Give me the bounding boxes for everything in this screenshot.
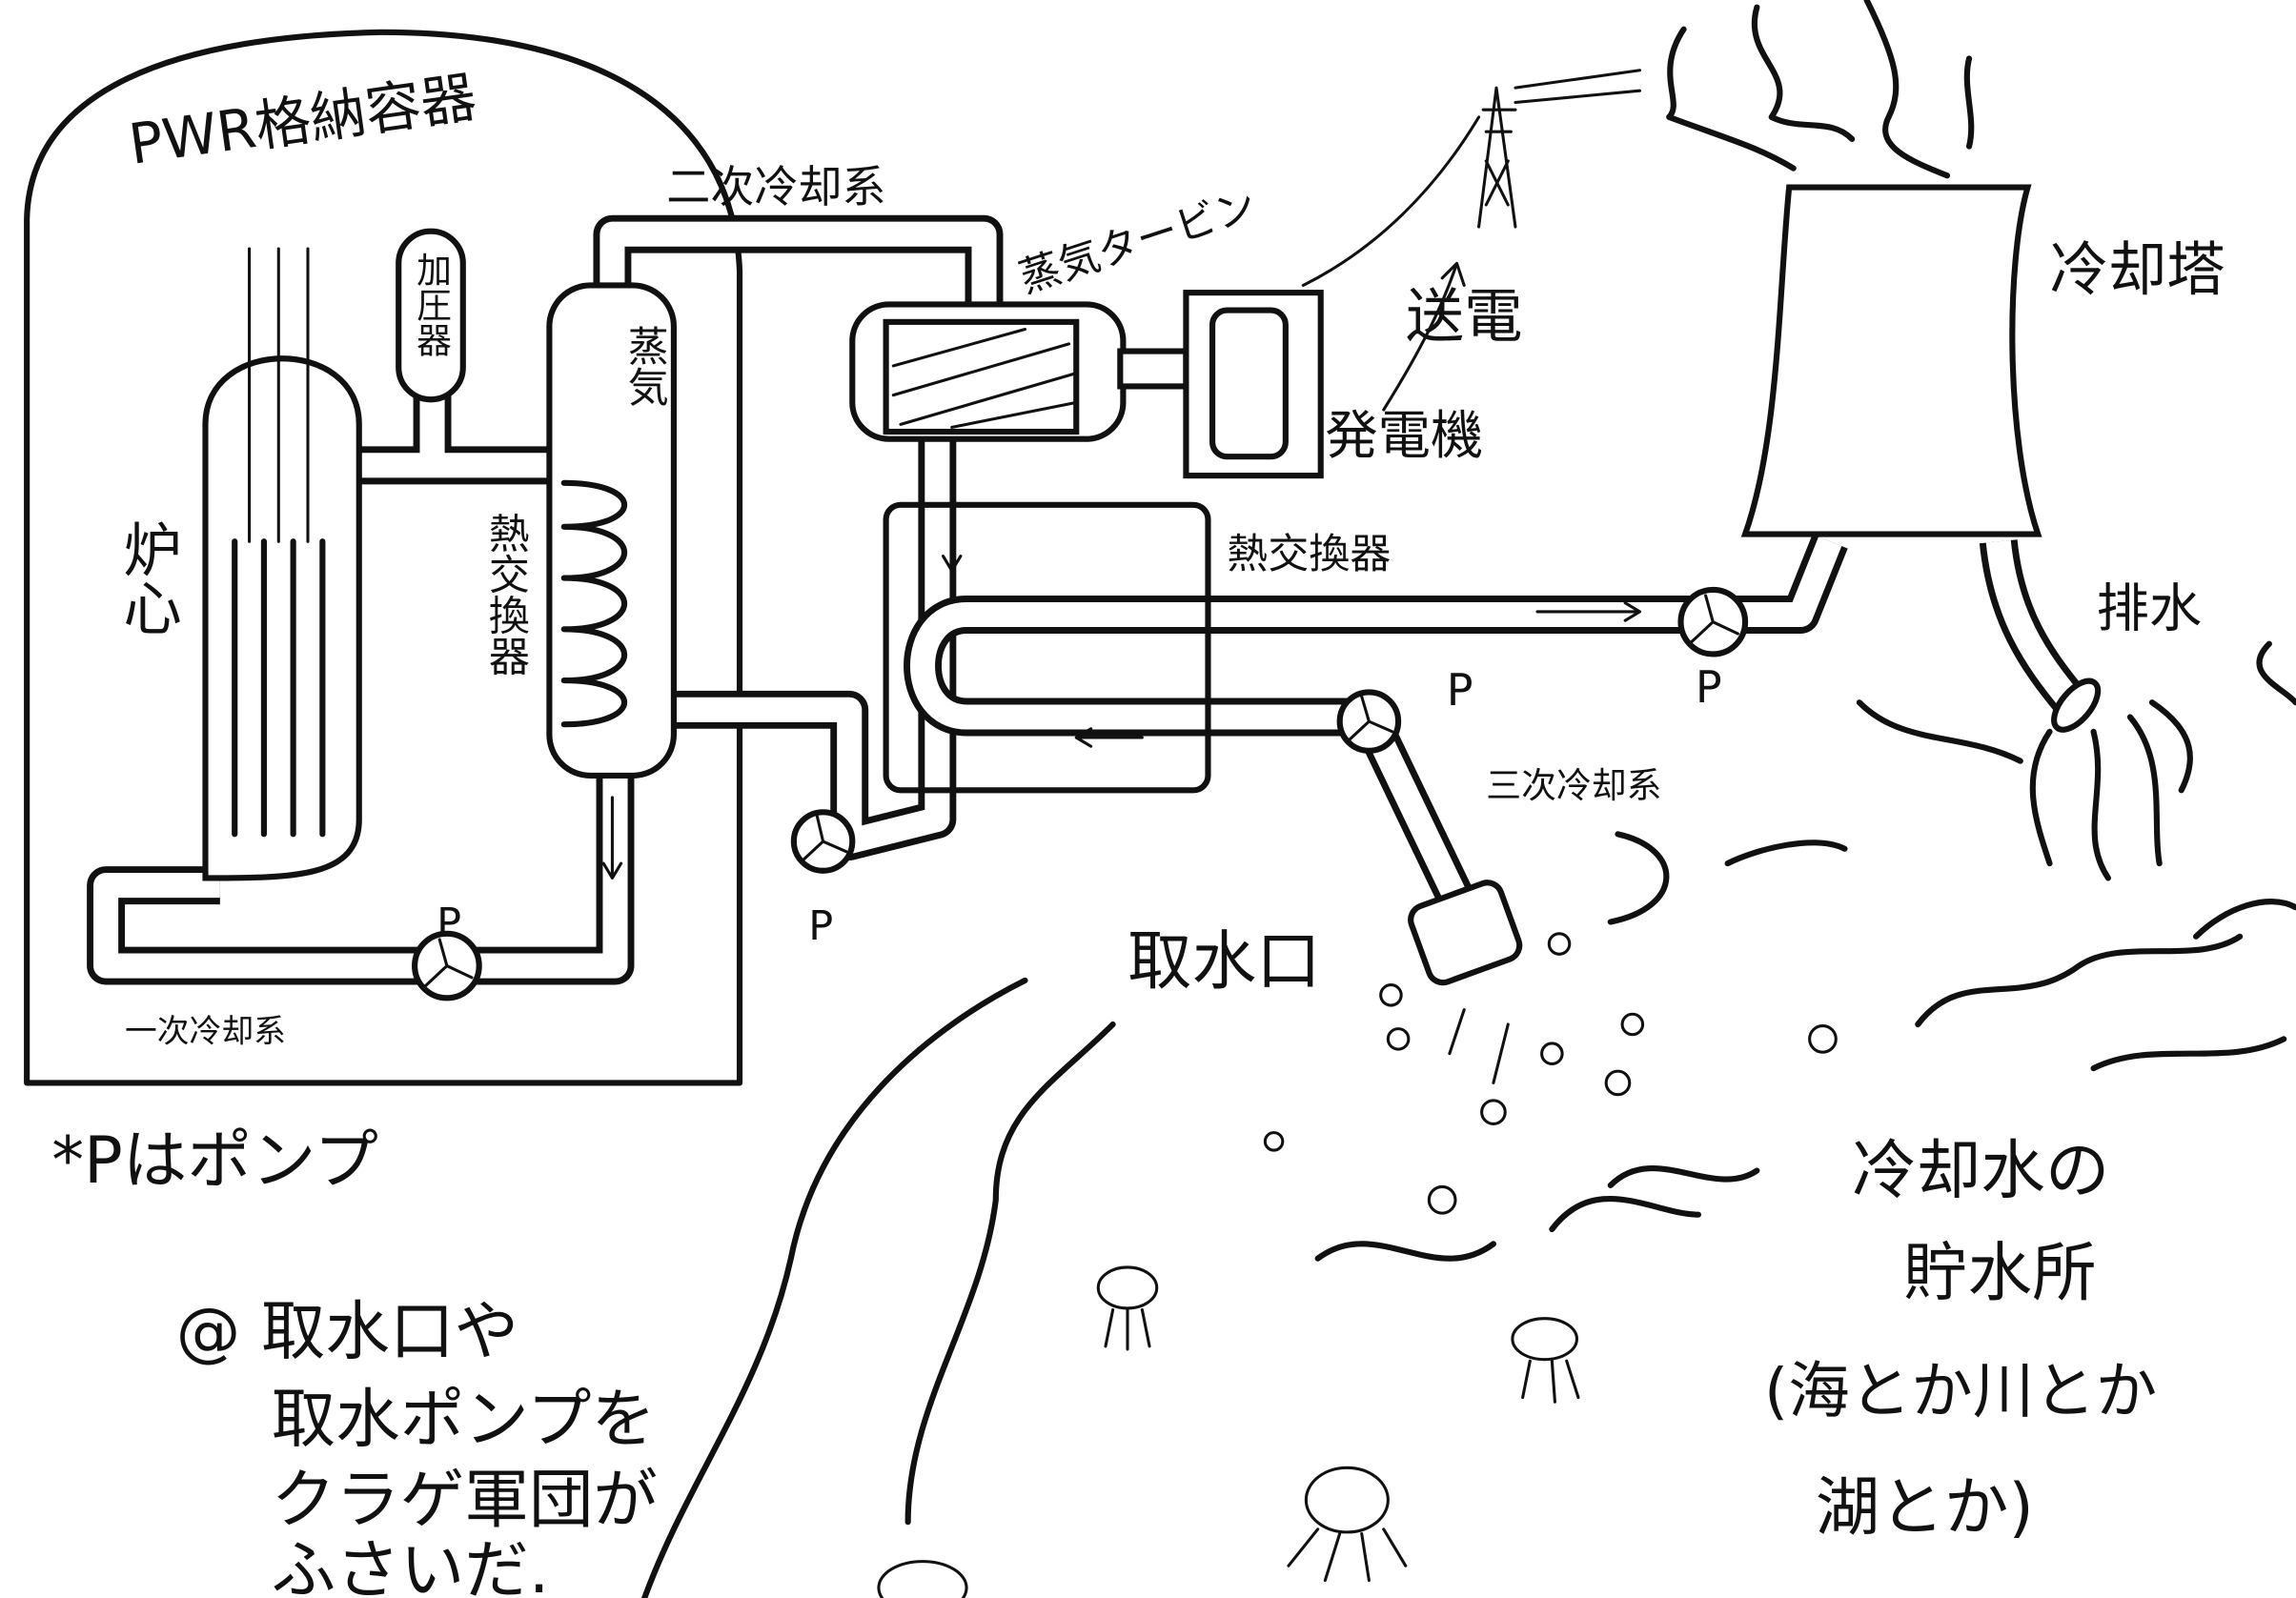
control-rods xyxy=(232,538,326,838)
power-transmission-label: 送電 xyxy=(1406,283,1523,351)
jellyfish-note: @ 取水口や 取水ポンプを クラゲ軍団が ふさいだ. xyxy=(176,1294,658,1598)
reservoir-note: 冷却水の 貯水所 (海とか川とか 湖とか) xyxy=(1764,1133,2157,1545)
secondary-pump xyxy=(790,809,856,874)
pump-label-intake: P xyxy=(1447,664,1473,716)
jellyfish-swarm xyxy=(877,932,1838,1598)
steam-generator xyxy=(546,282,678,779)
steam-plumes xyxy=(1666,0,1975,179)
generator-core xyxy=(1209,307,1289,460)
transmission-arrow xyxy=(1382,261,1466,412)
cooling-tower-label: 冷却塔 xyxy=(2050,236,2225,304)
pump-legend-note: *Pはポンプ xyxy=(51,1123,378,1198)
primary-loop-label: 一次冷却系 xyxy=(125,1012,286,1049)
reservoir-note-line: (海とか川とか xyxy=(1764,1356,2157,1427)
generator-label: 発電機 xyxy=(1325,406,1483,467)
pressurizer-label: 加圧器 xyxy=(411,252,452,357)
drain-outlet xyxy=(2051,678,2102,733)
tertiary-loop-label: 三次冷却系 xyxy=(1486,765,1661,806)
condenser xyxy=(883,501,1211,794)
primary-loop-pipe xyxy=(87,394,635,985)
pump-label-primary: P xyxy=(437,900,461,947)
intake-pump xyxy=(1336,689,1402,754)
drainage-label: 排水 xyxy=(2097,578,2203,639)
pump-label-tower: P xyxy=(1696,661,1722,713)
reservoir-note-line: 湖とか) xyxy=(1816,1469,2034,1545)
rod-drive-lines xyxy=(248,247,310,543)
flow-arrows xyxy=(601,466,1642,1084)
jellyfish-note-line: @ 取水口や xyxy=(176,1294,518,1369)
reservoir-note-line: 冷却水の xyxy=(1852,1133,2109,1208)
intake-label: 取水口 xyxy=(1128,923,1321,999)
primary-pump xyxy=(412,930,482,1001)
jellyfish-note-line: ふさいだ. xyxy=(272,1532,550,1598)
containment-title: PWR格納容器 xyxy=(125,64,480,176)
reactor-vessel xyxy=(202,355,362,881)
core-label: 炉心 xyxy=(113,519,181,637)
steam-label: 蒸気 xyxy=(620,325,668,407)
containment-vessel xyxy=(24,29,743,1086)
jellyfish-note-line: 取水ポンプを xyxy=(272,1382,656,1457)
turbine-rotor xyxy=(883,318,1080,435)
pump-label-secondary: P xyxy=(808,902,833,950)
secondary-loop-label: 二次冷却系 xyxy=(666,161,885,212)
steam-turbine-label: 蒸気タービン xyxy=(1013,181,1262,302)
tertiary-loop-pipe xyxy=(904,534,2086,923)
turbine-hatching xyxy=(891,328,1078,429)
pressurizer xyxy=(396,228,466,403)
cooling-tower xyxy=(1740,184,2042,537)
jellyfish-note-line: クラゲ軍団が xyxy=(272,1462,658,1537)
transmission-tower xyxy=(1301,69,1642,287)
turbine-shaft xyxy=(1117,348,1189,390)
tower-pump xyxy=(1677,586,1749,657)
condenser-label: 熱交換器 xyxy=(1227,531,1391,578)
steam-generator-label: 熱交換器 xyxy=(481,513,529,677)
reservoir-note-line: 貯水所 xyxy=(1903,1235,2097,1310)
steam-generator-coil xyxy=(560,479,627,728)
intake-pipe-mouth xyxy=(1408,880,1523,986)
water-waves xyxy=(641,640,2296,1598)
discharge-water xyxy=(2029,699,2193,881)
